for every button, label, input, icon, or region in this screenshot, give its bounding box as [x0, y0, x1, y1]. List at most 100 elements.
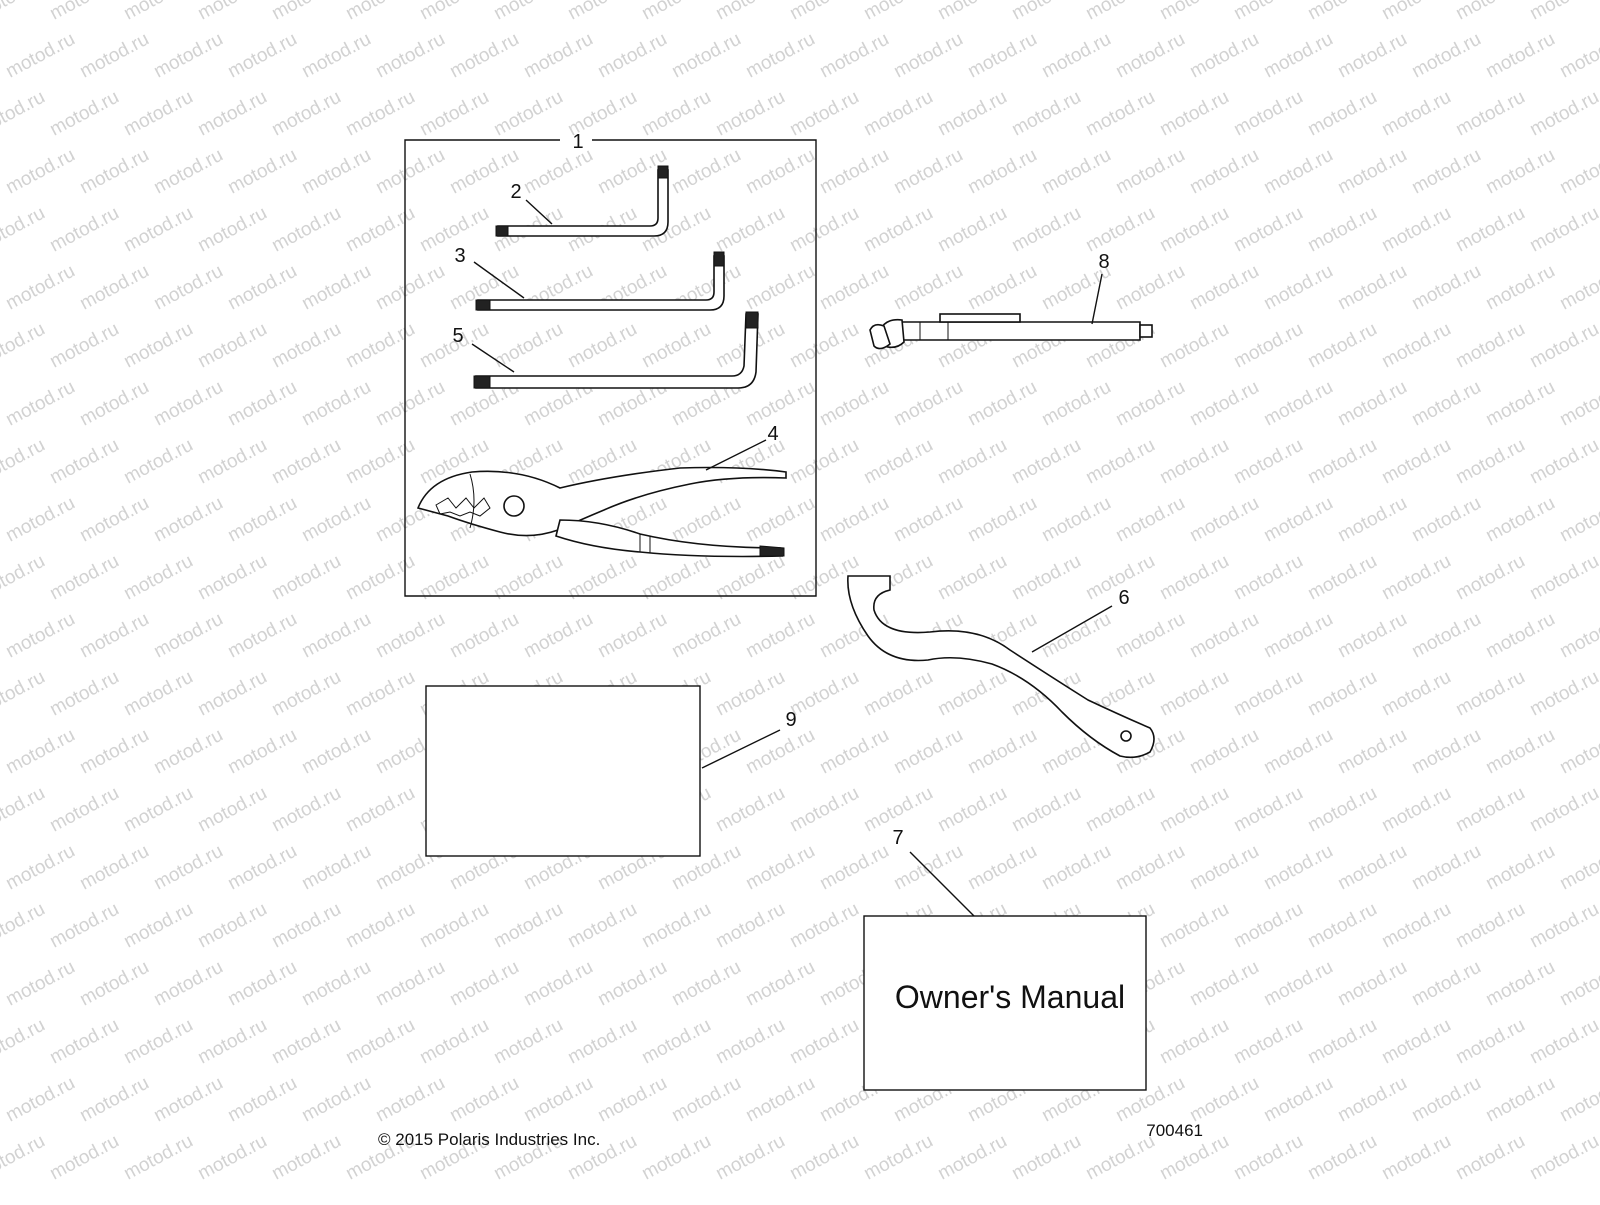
- watermark-text: motod.ru: [224, 609, 300, 663]
- watermark-text: motod.ru: [1008, 435, 1084, 489]
- watermark-text: motod.ru: [1230, 1131, 1306, 1185]
- watermark-text: motod.ru: [120, 0, 196, 24]
- watermark-text: motod.ru: [342, 203, 418, 257]
- watermark-text: motod.ru: [1008, 203, 1084, 257]
- watermark-text: motod.ru: [890, 261, 966, 315]
- watermark-text: motod.ru: [2, 261, 78, 315]
- watermark-text: motod.ru: [46, 783, 122, 837]
- leader-5: [471, 343, 515, 373]
- watermark-text: motod.ru: [1260, 609, 1336, 663]
- watermark-text: motod.ru: [742, 957, 818, 1011]
- watermark-text: motod.ru: [46, 899, 122, 953]
- watermark-text: motod.ru: [2, 493, 78, 547]
- callout-8: 8: [1098, 251, 1109, 273]
- watermark-text: motod.ru: [1038, 29, 1114, 83]
- watermark-text: motod.ru: [1526, 551, 1600, 605]
- watermark-text: motod.ru: [224, 29, 300, 83]
- hex-key-medium: 3: [454, 245, 725, 311]
- watermark-text: motod.ru: [1378, 899, 1454, 953]
- watermark-text: motod.ru: [1304, 899, 1380, 953]
- watermark-text: motod.ru: [194, 87, 270, 141]
- watermark-text: motod.ru: [416, 87, 492, 141]
- watermark-text: motod.ru: [1260, 493, 1336, 547]
- watermark-text: motod.ru: [520, 609, 596, 663]
- watermark-text: motod.ru: [1156, 1015, 1232, 1069]
- watermark-text: motod.ru: [2, 957, 78, 1011]
- watermark-text: motod.ru: [268, 551, 344, 605]
- watermark-text: motod.ru: [1304, 87, 1380, 141]
- watermark-text: motod.ru: [786, 783, 862, 837]
- watermark-text: motod.ru: [1334, 957, 1410, 1011]
- watermark-text: motod.ru: [638, 87, 714, 141]
- watermark-text: motod.ru: [594, 29, 670, 83]
- watermark-text: motod.ru: [150, 725, 226, 779]
- watermark-text: motod.ru: [1452, 667, 1528, 721]
- watermark-text: motod.ru: [712, 203, 788, 257]
- watermark-text: motod.ru: [1526, 319, 1600, 373]
- watermark-text: motod.ru: [446, 609, 522, 663]
- watermark-text: motod.ru: [150, 145, 226, 199]
- blank-card: 9: [425, 685, 797, 857]
- watermark-text: motod.ru: [786, 899, 862, 953]
- watermark-text: motod.ru: [816, 493, 892, 547]
- watermark-text: motod.ru: [668, 493, 744, 547]
- watermark-text: motod.ru: [1452, 899, 1528, 953]
- watermark-text: motod.ru: [1408, 609, 1484, 663]
- watermark-text: motod.ru: [268, 435, 344, 489]
- watermark-text: motod.ru: [1112, 145, 1188, 199]
- watermark-text: motod.ru: [1304, 0, 1380, 24]
- watermark-text: motod.ru: [1230, 783, 1306, 837]
- watermark-text: motod.ru: [120, 1015, 196, 1069]
- watermark-text: motod.ru: [120, 319, 196, 373]
- watermark-text: motod.ru: [1482, 493, 1558, 547]
- watermark-text: motod.ru: [1260, 377, 1336, 431]
- watermark-text: motod.ru: [194, 319, 270, 373]
- watermark-text: motod.ru: [490, 0, 566, 24]
- watermark-text: motod.ru: [224, 377, 300, 431]
- callout-2: 2: [510, 181, 521, 203]
- watermark-text: motod.ru: [934, 667, 1010, 721]
- watermark-text: motod.ru: [1260, 725, 1336, 779]
- slip-joint-pliers: 4: [416, 423, 787, 558]
- watermark-text: motod.ru: [1452, 0, 1528, 24]
- watermark-text: motod.ru: [860, 203, 936, 257]
- tool-kit-group: 1 2 3 5: [404, 131, 817, 597]
- watermark-text: motod.ru: [224, 493, 300, 547]
- watermark-text: motod.ru: [1452, 1131, 1528, 1185]
- watermark-text: motod.ru: [964, 377, 1040, 431]
- watermark-text: motod.ru: [1334, 1073, 1410, 1127]
- watermark-text: motod.ru: [1526, 0, 1600, 24]
- watermark-text: motod.ru: [46, 435, 122, 489]
- watermark-text: motod.ru: [964, 841, 1040, 895]
- watermark-text: motod.ru: [934, 0, 1010, 24]
- watermark-text: motod.ru: [1304, 667, 1380, 721]
- watermark-text: motod.ru: [890, 29, 966, 83]
- watermark-text: motod.ru: [1008, 87, 1084, 141]
- watermark-text: motod.ru: [1526, 87, 1600, 141]
- watermark-text: motod.ru: [1112, 377, 1188, 431]
- watermark-text: motod.ru: [1038, 609, 1114, 663]
- watermark-text: motod.ru: [1408, 377, 1484, 431]
- watermark-text: motod.ru: [194, 203, 270, 257]
- watermark-text: motod.ru: [564, 899, 640, 953]
- watermark-text: motod.ru: [1378, 0, 1454, 24]
- watermark-text: motod.ru: [1556, 145, 1600, 199]
- watermark-text: motod.ru: [1408, 261, 1484, 315]
- watermark-text: motod.ru: [342, 783, 418, 837]
- watermark-text: motod.ru: [224, 261, 300, 315]
- watermark-text: motod.ru: [786, 203, 862, 257]
- watermark-text: motod.ru: [372, 377, 448, 431]
- watermark-text: motod.ru: [372, 261, 448, 315]
- watermark-text: motod.ru: [46, 1131, 122, 1185]
- watermark-text: motod.ru: [712, 1015, 788, 1069]
- watermark-text: motod.ru: [76, 1073, 152, 1127]
- watermark-text: motod.ru: [1260, 841, 1336, 895]
- watermark-text: motod.ru: [934, 1131, 1010, 1185]
- watermark-text: motod.ru: [1334, 29, 1410, 83]
- watermark-text: motod.ru: [446, 957, 522, 1011]
- watermark-text: motod.ru: [1038, 493, 1114, 547]
- watermark-text: motod.ru: [1408, 145, 1484, 199]
- hex-key-large: 5: [452, 311, 759, 389]
- watermark-text: motod.ru: [1260, 29, 1336, 83]
